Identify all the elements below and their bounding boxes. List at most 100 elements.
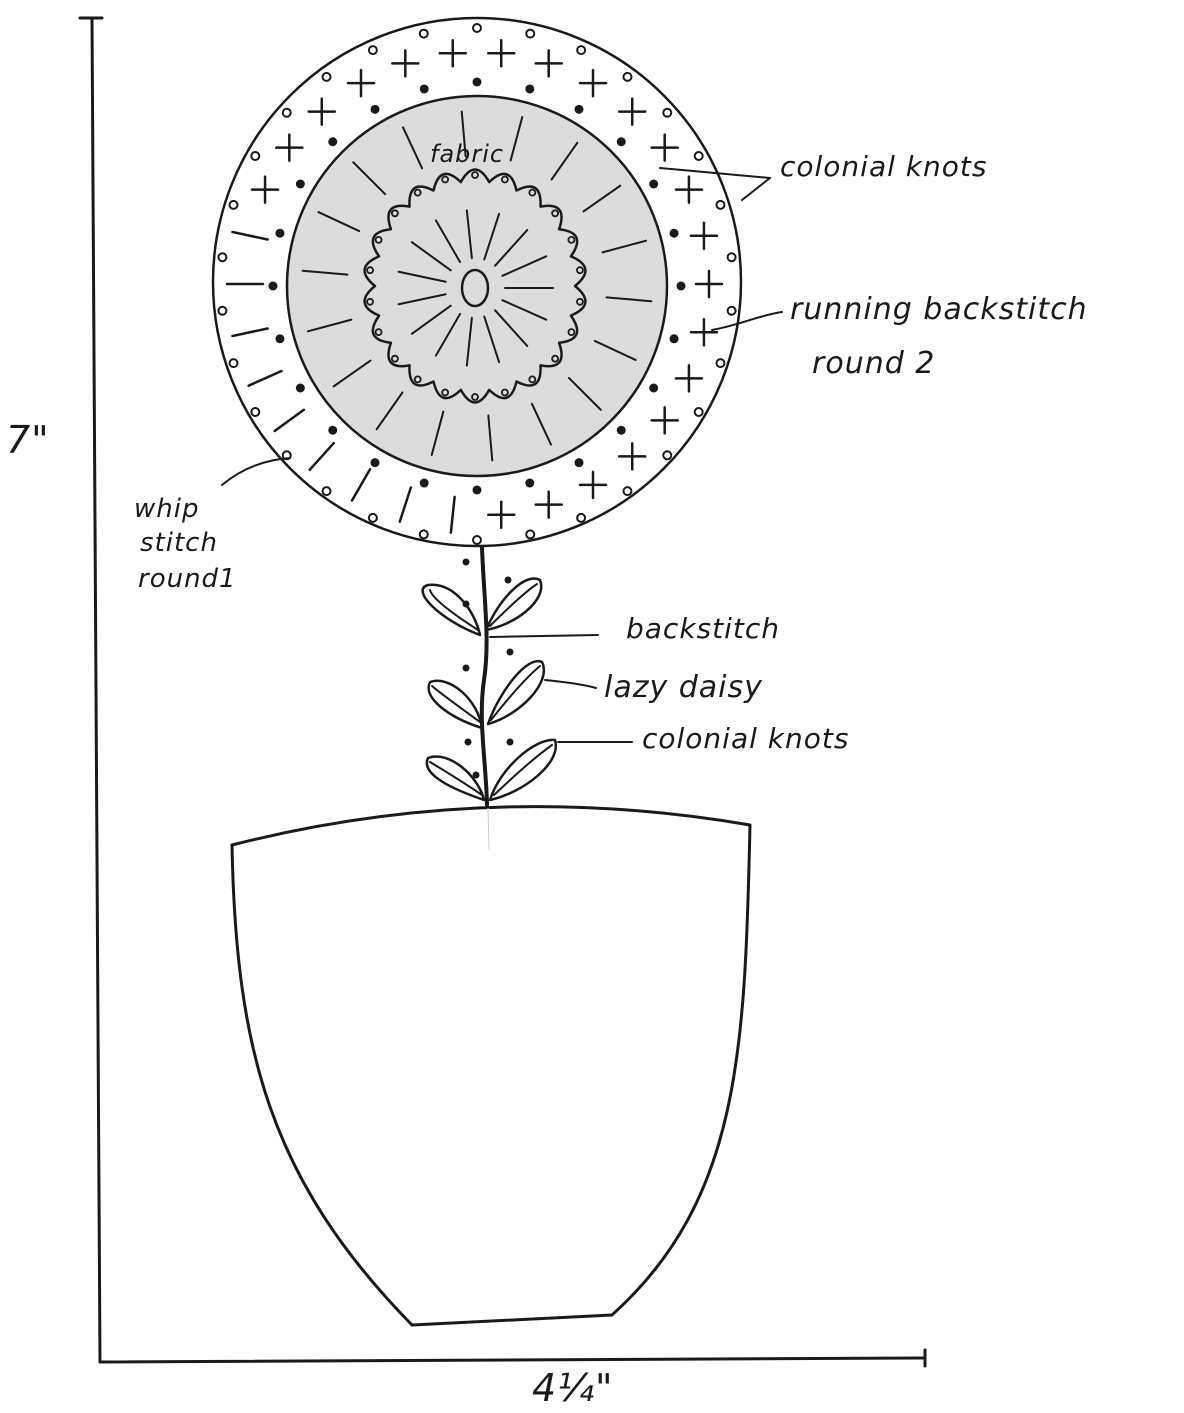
round-2-label: round 2	[812, 346, 935, 381]
colonial-knot	[623, 73, 631, 81]
colonial-knot	[716, 201, 724, 209]
colonial-knot	[525, 479, 534, 488]
colonial-knot	[230, 201, 238, 209]
knot	[507, 739, 514, 746]
whip-stitch	[249, 371, 282, 386]
colonial-knot	[677, 282, 686, 291]
colonial-knot	[323, 73, 331, 81]
stitch-label: stitch	[140, 528, 218, 558]
colonial-knot	[663, 451, 671, 459]
colonial-knot	[420, 479, 429, 488]
width-axis	[100, 1358, 925, 1362]
pot-left-side	[232, 845, 412, 1325]
leader-lazy-daisy	[545, 680, 596, 688]
knot	[463, 665, 470, 672]
flower-head	[213, 18, 741, 546]
colonial-knot	[420, 530, 428, 538]
leader-whip-stitch	[222, 458, 290, 485]
whip-stitch	[451, 497, 455, 533]
colonial-knot	[526, 530, 534, 538]
colonial-knot	[251, 152, 259, 160]
knot	[463, 559, 470, 566]
colonial-knot	[623, 487, 631, 495]
pot-center-guide	[488, 808, 489, 850]
stem	[423, 548, 556, 805]
colonial-knot	[577, 514, 585, 522]
colonial-knot	[695, 408, 703, 416]
height-axis	[92, 18, 100, 1362]
colonial-knot	[670, 229, 679, 238]
colonial-knot	[218, 307, 226, 315]
colonial-knot	[371, 458, 380, 467]
colonial-knot	[617, 137, 626, 146]
height-dimension-label: 7"	[6, 418, 50, 462]
knot	[473, 772, 480, 779]
colonial-knot	[275, 229, 284, 238]
whip-stitch	[232, 328, 267, 335]
colonial-knot	[296, 384, 305, 393]
colonial-knot	[728, 253, 736, 261]
colonial-knot	[617, 426, 626, 435]
colonial-knot	[251, 408, 259, 416]
leader-running-backstitch	[712, 312, 782, 330]
colonial-knot	[663, 109, 671, 117]
colonial-knot	[296, 180, 305, 189]
colonial-knot	[577, 46, 585, 54]
colonial-knot	[371, 105, 380, 114]
leader-colonial-knots-2	[742, 178, 770, 200]
knot	[463, 601, 470, 608]
colonial-knot	[269, 282, 278, 291]
whip-stitch	[275, 410, 304, 431]
leader-backstitch	[490, 635, 598, 637]
colonial-knot	[218, 253, 226, 261]
colonial-knot	[575, 105, 584, 114]
pot-rim	[232, 807, 750, 845]
colonial-knot	[695, 152, 703, 160]
stem-colonial-knots	[463, 559, 514, 779]
leaf-pair-bottom	[427, 740, 556, 800]
knot	[507, 649, 514, 656]
round1-label: round1	[138, 564, 237, 594]
colonial-knot	[473, 486, 482, 495]
flower-pot	[232, 807, 750, 1325]
colonial-knot	[728, 307, 736, 315]
colonial-knot	[275, 334, 284, 343]
colonial-knot	[473, 24, 481, 32]
colonial-knot	[369, 514, 377, 522]
colonial-knot	[575, 458, 584, 467]
pot-base	[412, 1315, 612, 1325]
colonial-knot	[649, 384, 658, 393]
colonial-knot	[670, 334, 679, 343]
colonial-knot	[323, 487, 331, 495]
colonial-knots-label-top: colonial knots	[780, 150, 987, 183]
knot	[505, 577, 512, 584]
colonial-knot	[420, 84, 429, 93]
whip-label: whip	[134, 494, 199, 524]
colonial-knot	[716, 359, 724, 367]
backstitch-label: backstitch	[626, 612, 780, 645]
lazy-daisy-label: lazy daisy	[604, 670, 763, 705]
fabric-label: fabric	[430, 140, 504, 168]
colonial-knot	[328, 137, 337, 146]
colonial-knot	[525, 84, 534, 93]
whip-stitch	[400, 488, 411, 522]
colonial-knot	[473, 78, 482, 87]
colonial-knot	[369, 46, 377, 54]
backstitch-stem	[482, 548, 487, 805]
colonial-knot	[526, 30, 534, 38]
colonial-knots-label-stem: colonial knots	[642, 722, 849, 755]
colonial-knot	[649, 180, 658, 189]
whip-stitch	[232, 232, 267, 239]
pot-right-side	[612, 825, 750, 1315]
running-backstitch-label: running backstitch	[790, 292, 1088, 327]
knot	[465, 739, 472, 746]
leaf-pair-top	[423, 579, 542, 635]
whip-stitch	[352, 469, 370, 500]
colonial-knot	[328, 426, 337, 435]
width-dimension-label: 4¼"	[532, 1366, 614, 1410]
colonial-knot	[283, 109, 291, 117]
whip-stitch	[310, 443, 334, 470]
colonial-knot	[230, 359, 238, 367]
